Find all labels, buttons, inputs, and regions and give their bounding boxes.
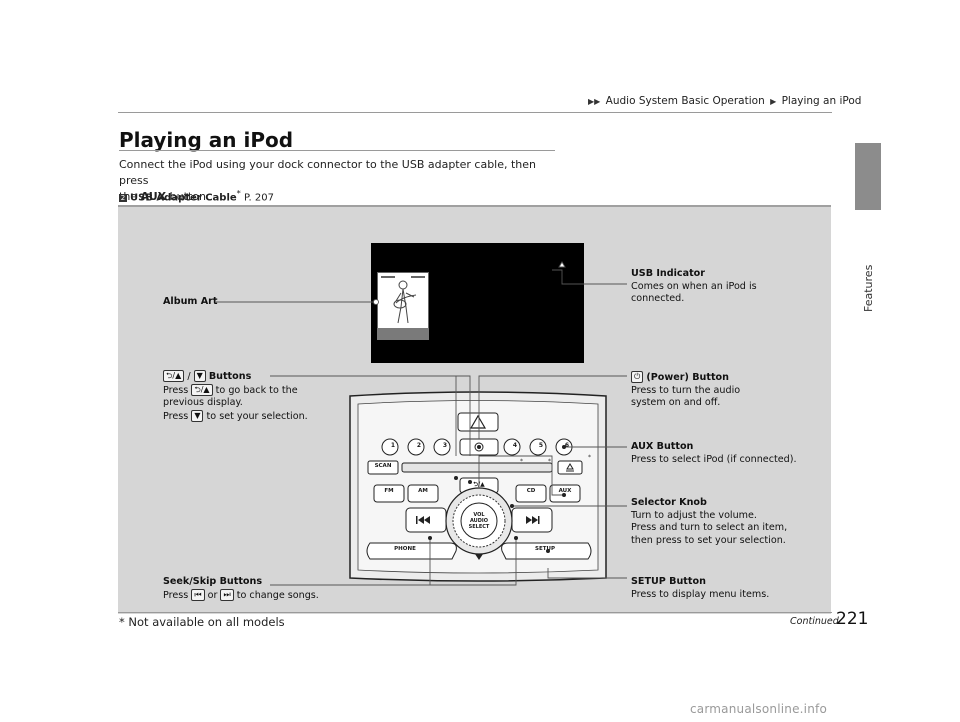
header-divider <box>118 112 832 113</box>
preset-1-label: 1 <box>390 442 396 449</box>
svg-text:*: * <box>520 458 523 465</box>
usb-indicator-callout: USB Indicator Comes on when an iPod is c… <box>631 268 757 304</box>
power-button-callout: ⏻ (Power) Button Press to turn the audio… <box>631 371 741 408</box>
footer-divider <box>118 612 832 613</box>
setup-button-callout: SETUP Button Press to display menu items… <box>631 576 770 600</box>
preset-3-label: 3 <box>442 442 448 449</box>
aux-key-label: AUX <box>140 190 167 203</box>
guitarist-icon <box>381 276 425 324</box>
back-arrow-icon: ⮌/▲ <box>191 383 213 396</box>
continued-label: Continued <box>790 616 839 627</box>
breadcrumb: ▶▶ Audio System Basic Operation ▶ Playin… <box>586 95 861 107</box>
svg-text:*: * <box>548 458 551 465</box>
am-button[interactable]: AM <box>418 488 428 494</box>
side-tab-label: Features <box>862 264 875 312</box>
down-arrow-icon: ▼ <box>191 409 204 422</box>
album-art-label: Album Art <box>163 296 218 307</box>
title-divider <box>119 150 555 151</box>
page-number: 221 <box>836 609 869 629</box>
phone-button[interactable]: PHONE <box>394 546 416 552</box>
skip-forward-icon: ⏭ <box>220 588 234 601</box>
album-art-caption-bar <box>377 328 429 340</box>
scan-button[interactable]: SCAN <box>374 463 392 469</box>
aux-button-callout: AUX Button Press to select iPod (if conn… <box>631 441 797 465</box>
back-button[interactable]: ⮌/▲ <box>473 481 485 488</box>
breadcrumb-item-page[interactable]: Playing an iPod <box>781 95 862 107</box>
back-arrow-icon: ⮌/▲ <box>163 370 185 382</box>
back-down-buttons-callout: ⮌/▲ / ▼ Buttons Press ⮌/▲ to go back to … <box>163 370 308 422</box>
cd-button[interactable]: CD <box>526 488 536 494</box>
footnote: * Not available on all models <box>119 615 285 629</box>
breadcrumb-item-section[interactable]: Audio System Basic Operation <box>605 95 765 107</box>
watermark: carmanualsonline.info <box>690 702 827 716</box>
svg-text:*: * <box>588 454 591 461</box>
skip-back-icon: ⏮ <box>191 588 205 601</box>
fm-button[interactable]: FM <box>384 488 394 494</box>
power-icon: ⏻ <box>631 371 644 383</box>
page-title: Playing an iPod <box>119 128 294 152</box>
seek-skip-callout: Seek/Skip Buttons Press ⏮ or ⏭ to change… <box>163 576 319 601</box>
reference-icon: 2 <box>119 194 127 203</box>
selector-knob-callout: Selector Knob Turn to adjust the volume.… <box>631 497 788 546</box>
down-arrow-icon: ▼ <box>193 370 206 382</box>
breadcrumb-arrow-icon: ▶▶ <box>588 97 601 106</box>
breadcrumb-arrow-icon: ▶ <box>770 97 777 106</box>
preset-4-label: 4 <box>512 442 518 449</box>
preset-6-label: 6 <box>564 442 570 449</box>
preset-5-label: 5 <box>538 442 544 449</box>
side-tab-marker <box>855 143 881 210</box>
aux-button[interactable]: AUX <box>558 488 572 494</box>
selector-knob[interactable]: VOL AUDIO SELECT <box>468 512 490 530</box>
preset-2-label: 2 <box>416 442 422 449</box>
setup-button[interactable]: SETUP <box>535 546 555 552</box>
audio-unit-drawing: * * * <box>216 261 627 586</box>
